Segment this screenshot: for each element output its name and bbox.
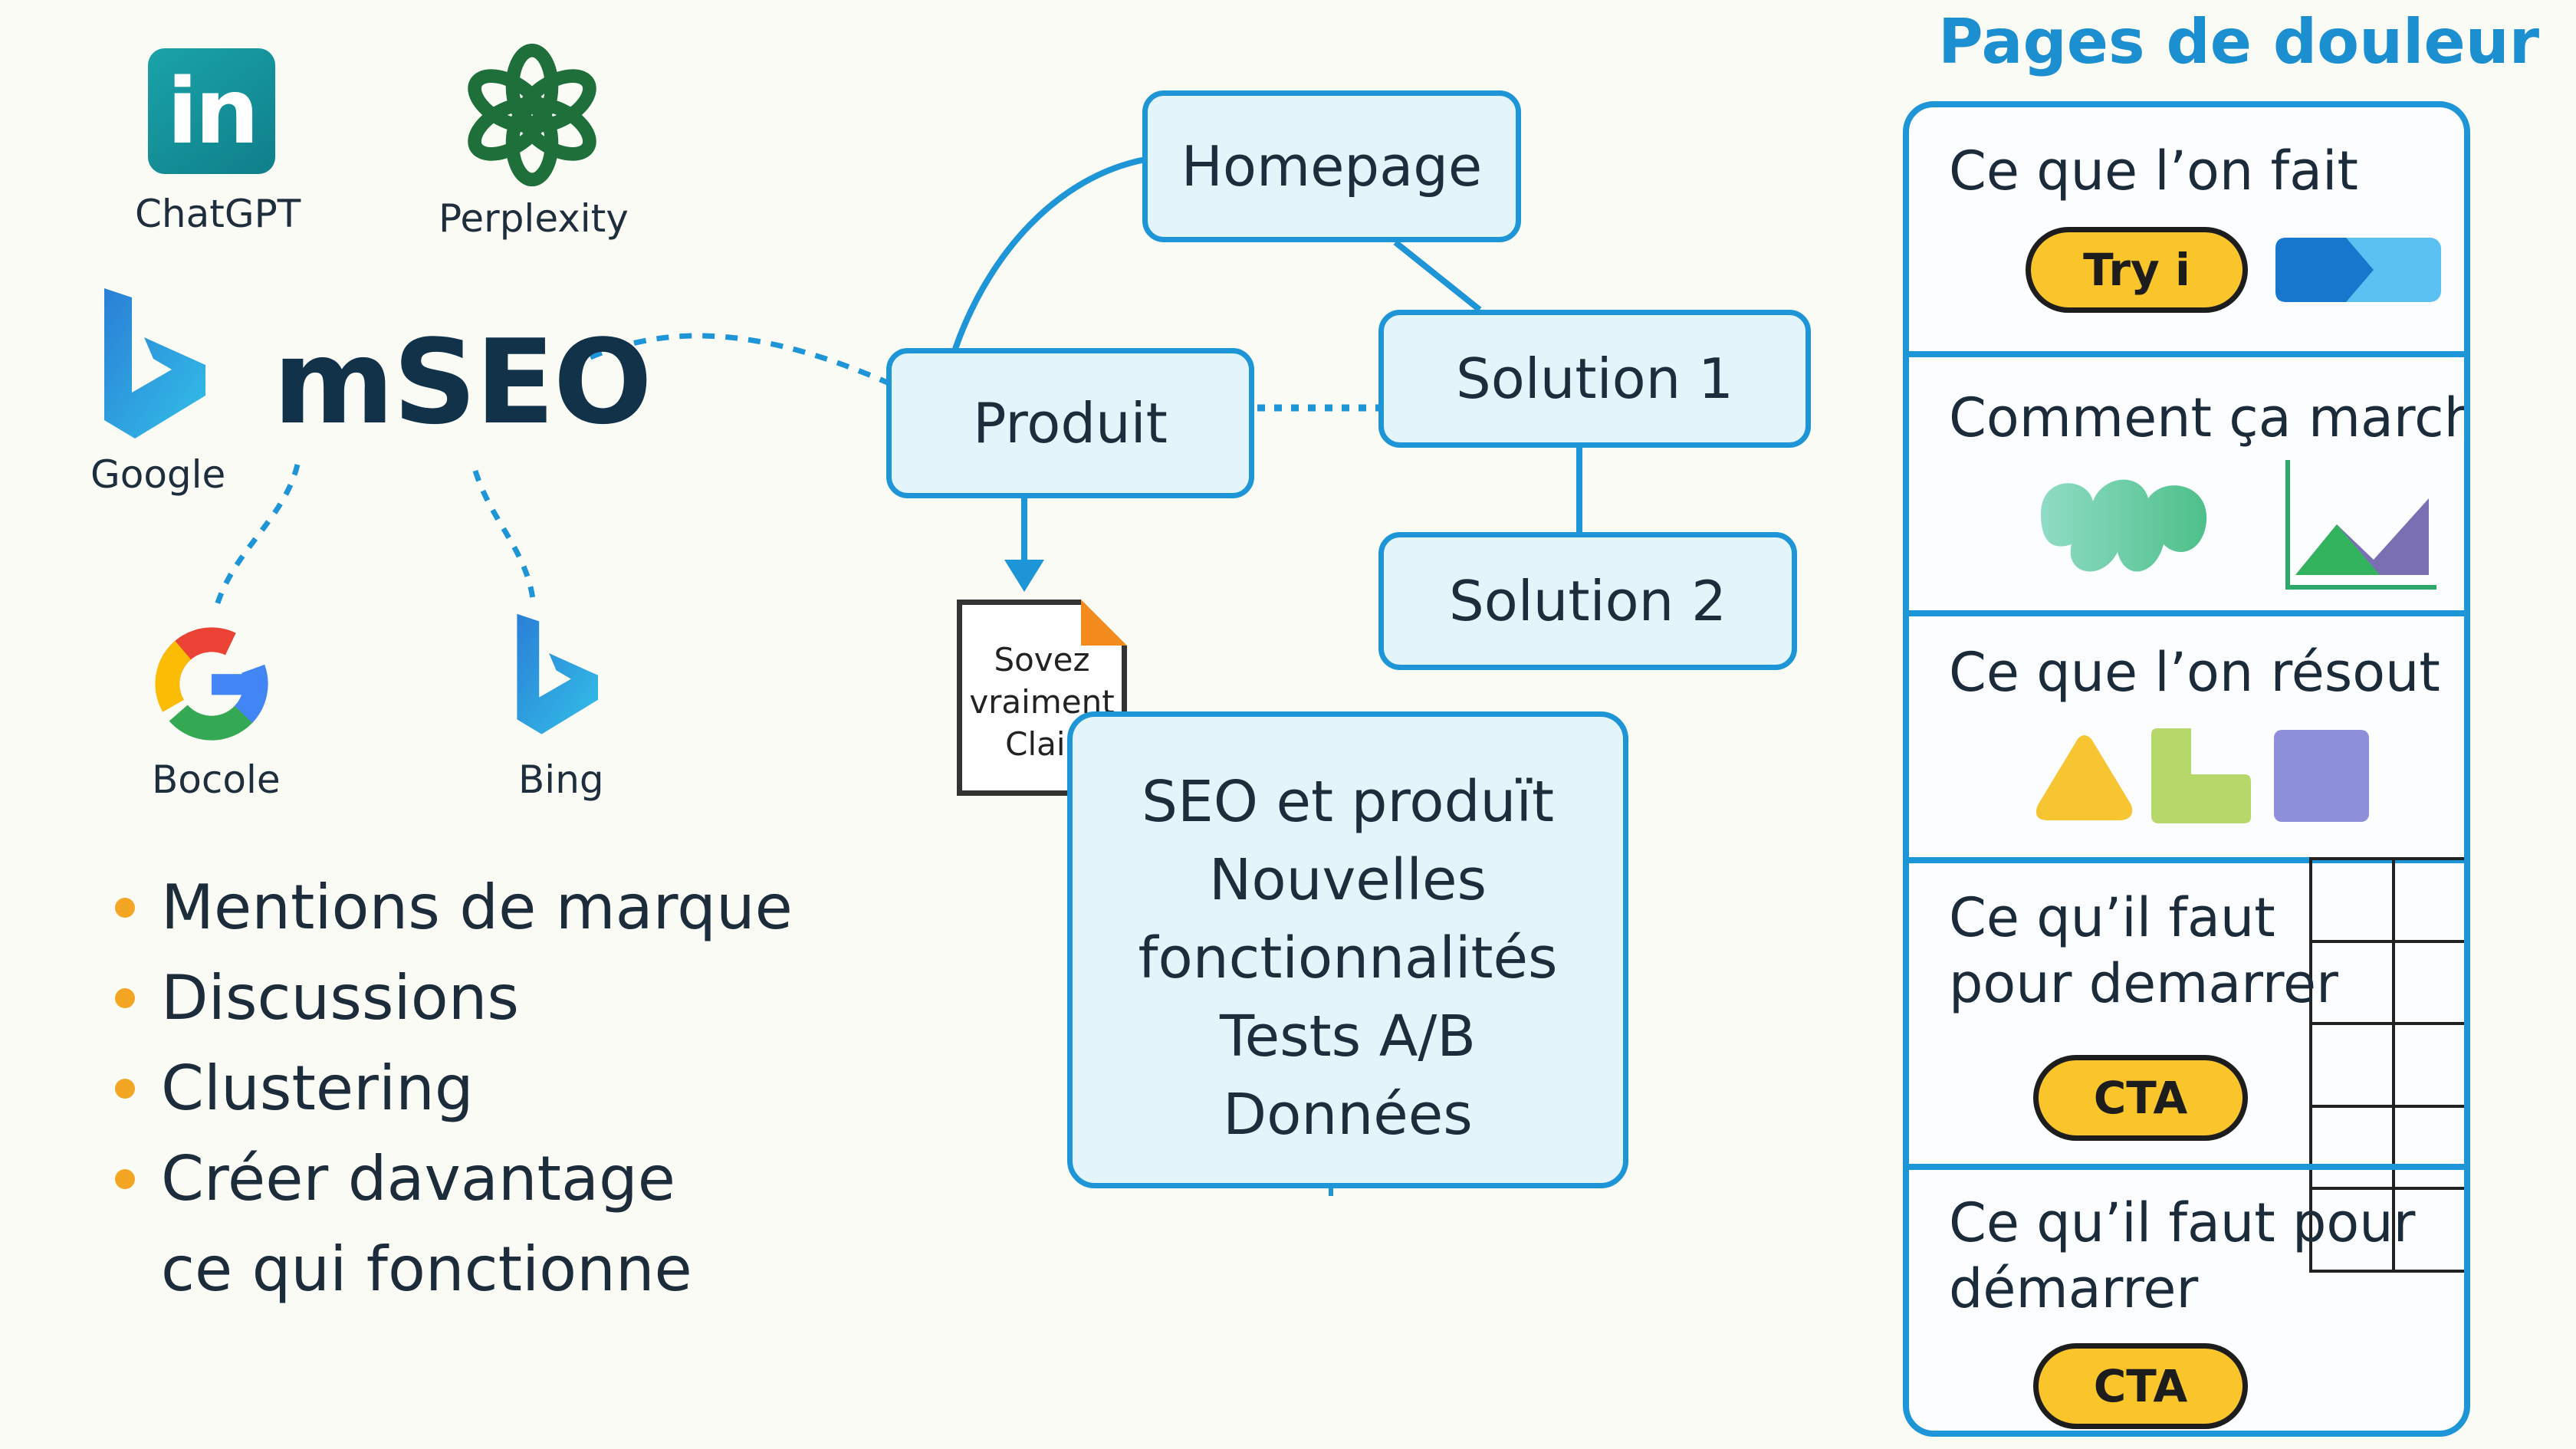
section-divider bbox=[1909, 351, 2464, 357]
panel-title: Pages de douleur bbox=[1938, 6, 2540, 77]
node-solution-2: Solution 2 bbox=[1378, 532, 1797, 670]
pain-pages-panel: Ce que l’on fait Try i Comment ça marche… bbox=[1903, 101, 2470, 1437]
section-title: Ce qu’il faut pour demarrer bbox=[1949, 886, 2338, 1015]
section-divider bbox=[1909, 1164, 2464, 1170]
node-solution-1: Solution 1 bbox=[1378, 310, 1811, 448]
node-produit: Produit bbox=[886, 348, 1254, 498]
section-divider bbox=[1909, 610, 2464, 616]
brand-title: mSEO bbox=[273, 314, 652, 450]
node-seo-line: Tests A/B bbox=[1219, 1004, 1477, 1070]
list-item-continuation: ce qui fonctionne bbox=[161, 1234, 692, 1305]
cta-button[interactable]: CTA bbox=[2033, 1055, 2248, 1141]
node-seo-line: Données bbox=[1223, 1082, 1473, 1148]
bullet-list: Mentions de marque Discussions Clusterin… bbox=[115, 863, 793, 1315]
l-shape-icon bbox=[2151, 728, 2251, 823]
bullet-dot-icon bbox=[115, 1079, 135, 1099]
connector-mseo-google bbox=[212, 464, 301, 614]
list-item: Mentions de marque bbox=[115, 863, 793, 953]
connector-homepage-solution1 bbox=[1393, 239, 1482, 313]
list-item: Créer davantage bbox=[115, 1134, 793, 1224]
bullet-dot-icon bbox=[115, 988, 135, 1008]
node-seo-line: SEO et produït bbox=[1141, 769, 1555, 835]
section-title: Ce que l’on résout bbox=[1949, 641, 2440, 704]
section-title: Ce qu’il faut pour démarrer bbox=[1949, 1191, 2416, 1320]
bing-label: Bing bbox=[518, 757, 604, 802]
node-seo-line: fonctionnalités bbox=[1138, 925, 1558, 991]
chart-mountain-icon bbox=[2285, 460, 2436, 590]
square-shape-icon bbox=[2274, 730, 2369, 822]
bullet-dot-icon bbox=[115, 898, 135, 918]
arrow-banner-icon bbox=[2275, 238, 2441, 302]
chatgpt-label: ChatGPT bbox=[135, 192, 301, 236]
openai-knot-icon bbox=[468, 43, 596, 187]
connector-mseo-produit bbox=[589, 333, 891, 386]
grid-table-icon bbox=[2309, 857, 2464, 1273]
node-seo-line: Nouvelles bbox=[1208, 847, 1487, 913]
perplexity-label: Perplexity bbox=[439, 196, 629, 241]
list-item: Discussions bbox=[115, 953, 793, 1043]
bing-logo-icon bbox=[104, 288, 205, 439]
bing-icon bbox=[517, 613, 598, 734]
node-homepage: Homepage bbox=[1142, 90, 1521, 242]
try-button[interactable]: Try i bbox=[2026, 227, 2248, 313]
linkedin-logo-icon: in bbox=[148, 48, 275, 174]
document-fold bbox=[1081, 600, 1127, 646]
triangle-shape-icon bbox=[2036, 735, 2133, 820]
google-label: Google bbox=[90, 452, 226, 497]
connector-mseo-bing bbox=[472, 469, 537, 606]
arrow-head bbox=[1004, 560, 1044, 592]
section-title: Ce que l’on fait bbox=[1949, 140, 2358, 202]
cta-button[interactable]: CTA bbox=[2033, 1343, 2248, 1429]
list-item: Clustering bbox=[115, 1043, 793, 1134]
blob-shape-icon bbox=[2041, 479, 2207, 572]
node-seo-produit: SEO et produït Nouvelles fonctionnalités… bbox=[1067, 711, 1628, 1188]
bocole-label: Bocole bbox=[152, 757, 281, 802]
section-title: Comment ça marche bbox=[1949, 386, 2470, 449]
section-divider bbox=[1909, 857, 2464, 863]
connector-homepage-produit bbox=[952, 156, 1146, 350]
bullet-dot-icon bbox=[115, 1169, 135, 1189]
google-g-icon bbox=[155, 627, 268, 741]
